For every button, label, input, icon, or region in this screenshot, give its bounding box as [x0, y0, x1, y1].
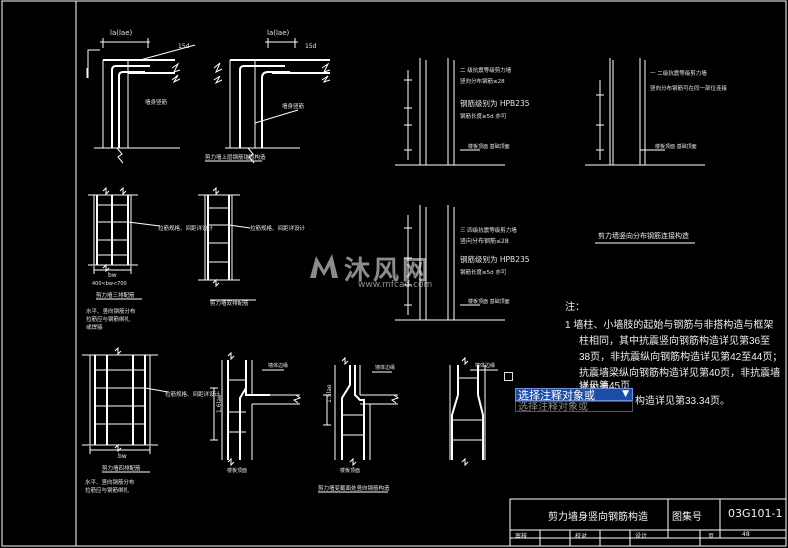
notes-item2: 构造详见第33.34页。 — [635, 396, 731, 407]
section-double-row — [198, 186, 251, 288]
title-block-drawing-title: 剪力墙身竖向钢筋构造 — [548, 512, 648, 523]
fig-anchorage-right — [213, 38, 331, 164]
label-spacing-1: 拉筋规格、间距详设计 — [158, 224, 214, 232]
caption-right: 剪力墙竖向分布钢筋连接构造 — [598, 231, 689, 240]
notes-item1-line5: 详见第45页 — [579, 381, 631, 392]
dim-bw-2: bw — [118, 453, 127, 460]
fig-lap-primary — [585, 58, 705, 166]
label-cut-1: 墙体边缘 — [268, 362, 288, 369]
legend-left-1: 水平、竖向钢筋分布 — [86, 307, 136, 315]
title-block-atlas-number: 03G101-1 — [728, 507, 783, 520]
title-block-atlas-label: 图集号 — [672, 512, 702, 523]
label-wall-rebar-2: 墙身竖筋 — [282, 102, 305, 110]
title-block-row-design: 设计 — [635, 533, 648, 540]
section-variable-3 — [449, 356, 498, 467]
fig6-note-2: 竖向分布钢筋≤28 — [460, 237, 509, 245]
title-block-page-label: 页 — [708, 533, 715, 540]
fig6-note-1: 三 四级抗震等级剪力墙 — [460, 226, 517, 234]
title-block-row-review: 审核 — [515, 533, 528, 540]
notes-item1-line1: 1 墙柱、小墙肢的起始与钢筋与非搭构造与框架 — [565, 320, 774, 331]
command-autocomplete[interactable]: 选择注释对象或 ▼ 选择注释对象或 — [515, 388, 633, 412]
fig6-note-4: 钢筋长度≥5d 亦可 — [460, 268, 507, 276]
section-variable-2 — [323, 356, 400, 467]
fig4-note-1: 一 二级抗震等级剪力墙 — [650, 69, 707, 77]
dim-lae-left: la(lae) — [110, 29, 133, 37]
section-three-row — [88, 186, 161, 274]
fig6-sub: 楼板顶面 基础顶面 — [468, 298, 510, 305]
label-vsup-2: 楼板顶面 — [340, 467, 360, 474]
inner-border — [75, 0, 787, 547]
caption-three-row: 剪力墙三排配筋 — [96, 291, 135, 299]
dropdown-arrow-icon[interactable]: ▼ — [622, 389, 629, 399]
label-spacing-2: 拉筋规格、间距详设计 — [250, 224, 306, 232]
fig-lap-secondary — [395, 58, 505, 166]
command-input[interactable]: 选择注释对象或 — [515, 401, 633, 412]
legend-left-3: 或焊接 — [86, 323, 103, 331]
label-15d-b: 15d — [305, 43, 317, 50]
label-wall-rebar-1: 墙身竖筋 — [145, 98, 168, 106]
fig3-note-3: 钢筋级别为 HPB235 — [460, 98, 530, 108]
fig3-note-2: 竖向分布钢筋≤28 — [460, 77, 505, 85]
fig-lap-tertiary — [395, 205, 505, 321]
fig3-note-1: 二 级抗震等级剪力墙 — [460, 66, 512, 74]
notes-item1-line3: 38页，非抗震纵向钢筋构造详见第42至44页； — [579, 352, 783, 363]
legend-left-2: 拉筋应与钢筋绑扎 — [86, 315, 131, 323]
fig4-note-2: 竖向分布钢筋可在同一部位连接 — [650, 84, 728, 92]
dim-lle-1: 1.6lae — [216, 394, 223, 413]
caption-four-row: 剪力墙四排配筋 — [102, 464, 141, 472]
dim-bw-1: bw — [108, 272, 117, 279]
caption-double-row: 剪力墙双排配筋 — [210, 299, 249, 307]
section-four-row — [82, 346, 169, 454]
label-cut-2: 墙体边缘 — [375, 364, 395, 371]
label-15d-a: 15d — [178, 43, 190, 50]
notes-item1-line2: 柱相同，其中抗震竖向钢筋构造详见第36至 — [579, 336, 771, 347]
caption-anchorage: 剪力墙上层钢筋锚固构造 — [205, 153, 266, 161]
legend-left2-1: 水平、竖向钢筋分布 — [85, 478, 135, 486]
fig3-note-4: 钢筋长度≥5d 亦可 — [460, 112, 507, 120]
title-block-row-check: 校对 — [575, 533, 588, 540]
caption-variable: 剪力墙变截面处竖向钢筋构造 — [318, 484, 390, 492]
label-spacing-3: 拉筋规格、间距详设计 — [165, 390, 221, 398]
title-block-page-number: 48 — [742, 531, 750, 538]
dim-lae-right: la(lae) — [267, 29, 290, 37]
dim-range: 400<bw<700 — [92, 281, 127, 287]
label-vsup-1: 楼板顶面 — [227, 467, 247, 474]
legend-left2-2: 拉筋应与钢筋绑扎 — [85, 486, 130, 494]
fig6-note-3: 钢筋级别为 HPB235 — [460, 254, 530, 264]
fig3-sub: 楼板顶面 基础顶面 — [468, 143, 510, 150]
section-variable-1 — [210, 351, 302, 467]
notes-heading: 注： — [565, 302, 585, 313]
label-cut-3: 墙体边缘 — [475, 362, 495, 369]
cursor-pickbox-icon — [504, 372, 513, 381]
dim-lle-2: 1.5lae — [326, 384, 333, 403]
autocomplete-option-label: 选择注释对象或 — [518, 389, 595, 402]
fig-anchorage-left — [86, 38, 196, 164]
autocomplete-selected-option[interactable]: 选择注释对象或 ▼ — [515, 388, 633, 402]
title-block — [509, 498, 787, 547]
fig4-sub: 楼板顶面 基础顶面 — [655, 143, 697, 150]
